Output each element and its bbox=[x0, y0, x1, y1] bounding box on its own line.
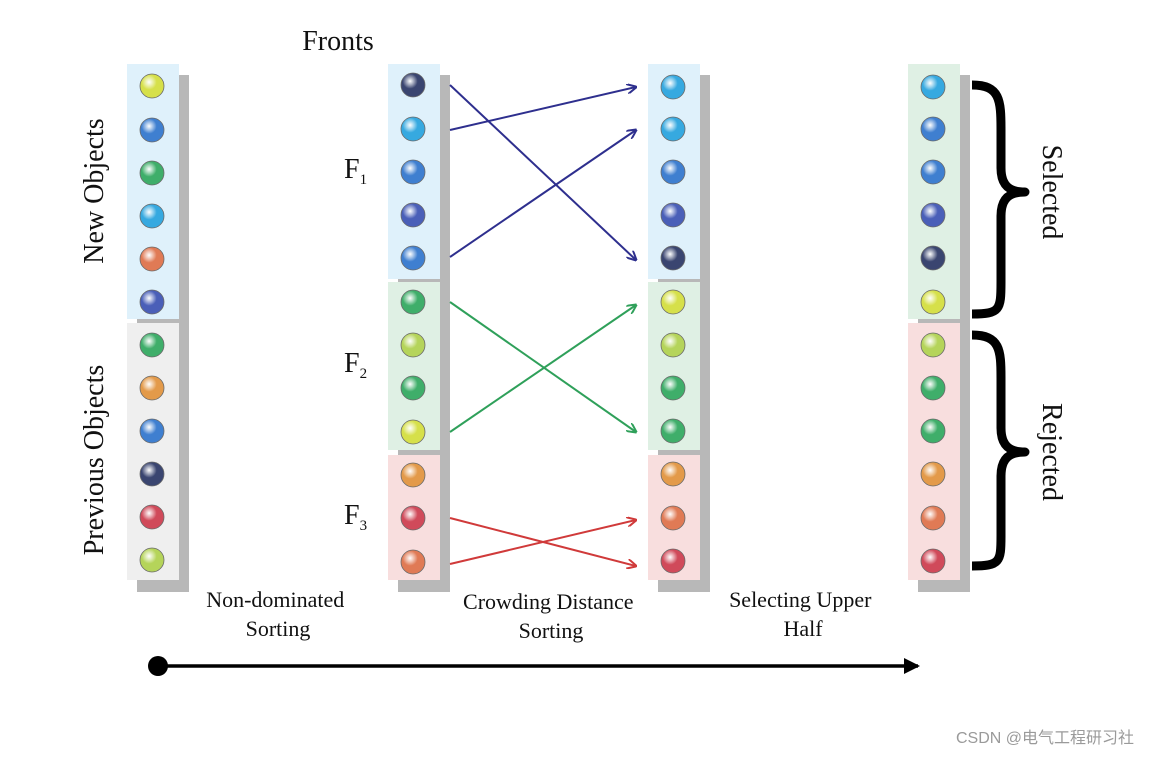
object-ball-indigo bbox=[920, 202, 946, 228]
object-ball-salmon bbox=[400, 549, 426, 575]
new-objects-label: New Objects bbox=[79, 118, 110, 263]
object-ball-navy bbox=[139, 461, 165, 487]
step-2-label: Crowding Distance Sorting bbox=[463, 589, 639, 643]
step-3-label: Selecting Upper Half bbox=[729, 587, 877, 641]
object-ball-cyan bbox=[660, 74, 686, 100]
object-ball-yellow bbox=[400, 419, 426, 445]
object-ball-green bbox=[400, 375, 426, 401]
previous-objects-label: Previous Objects bbox=[79, 365, 110, 556]
object-ball-salmon bbox=[920, 505, 946, 531]
panel-selected bbox=[908, 64, 960, 319]
object-ball-red bbox=[139, 504, 165, 530]
object-ball-orange bbox=[139, 375, 165, 401]
object-ball-lime bbox=[139, 547, 165, 573]
arrow bbox=[449, 84, 636, 260]
object-ball-blue bbox=[400, 245, 426, 271]
object-ball-cyan bbox=[920, 74, 946, 100]
arrow bbox=[449, 305, 636, 433]
object-ball-green bbox=[139, 160, 165, 186]
balls-group bbox=[660, 74, 686, 574]
front-3-arrows bbox=[449, 518, 636, 566]
front-2-arrows bbox=[449, 301, 636, 433]
object-ball-yellow bbox=[920, 289, 946, 315]
object-ball-red bbox=[400, 505, 426, 531]
object-ball-green bbox=[660, 375, 686, 401]
object-ball-cyan bbox=[660, 116, 686, 142]
balls-group bbox=[400, 72, 426, 575]
object-ball-navy bbox=[660, 245, 686, 271]
object-ball-blue bbox=[920, 116, 946, 142]
fronts-title: Fronts bbox=[302, 26, 374, 57]
arrow bbox=[449, 130, 636, 258]
front-2-label: F2 bbox=[344, 348, 367, 382]
front-1-label: F1 bbox=[344, 154, 367, 188]
object-ball-indigo bbox=[400, 202, 426, 228]
object-ball-lime bbox=[660, 332, 686, 358]
watermark: CSDN @电气工程研习社 bbox=[955, 730, 1134, 747]
object-ball-yellow bbox=[660, 289, 686, 315]
balls-group bbox=[139, 73, 165, 573]
object-ball-blue bbox=[660, 159, 686, 185]
object-ball-green bbox=[920, 375, 946, 401]
column-crowding bbox=[648, 64, 710, 592]
object-ball-green bbox=[920, 418, 946, 444]
column-fronts bbox=[388, 64, 450, 592]
object-ball-lime bbox=[400, 332, 426, 358]
object-ball-indigo bbox=[660, 202, 686, 228]
object-ball-salmon bbox=[139, 246, 165, 272]
object-ball-blue bbox=[400, 159, 426, 185]
panel-previous-objects bbox=[127, 323, 179, 580]
object-ball-navy bbox=[400, 72, 426, 98]
object-ball-blue bbox=[920, 159, 946, 185]
rejected-label: Rejected bbox=[1036, 403, 1067, 501]
object-ball-orange bbox=[920, 461, 946, 487]
balls-group bbox=[920, 74, 946, 574]
arrow bbox=[449, 301, 636, 432]
front-1-arrows bbox=[449, 84, 636, 260]
object-ball-yellow bbox=[139, 73, 165, 99]
object-ball-navy bbox=[920, 245, 946, 271]
object-ball-red bbox=[920, 548, 946, 574]
selected-brace bbox=[971, 80, 1030, 319]
step-1-label: Non-dominated Sorting bbox=[206, 587, 350, 641]
object-ball-blue bbox=[139, 418, 165, 444]
object-ball-indigo bbox=[139, 289, 165, 315]
object-ball-green bbox=[139, 332, 165, 358]
object-ball-cyan bbox=[400, 116, 426, 142]
column-selection bbox=[908, 64, 970, 592]
object-ball-orange bbox=[400, 462, 426, 488]
column-population bbox=[127, 64, 189, 592]
arrow bbox=[449, 87, 636, 131]
object-ball-cyan bbox=[139, 203, 165, 229]
panel-rejected bbox=[908, 323, 960, 580]
object-ball-orange bbox=[660, 461, 686, 487]
object-ball-salmon bbox=[660, 505, 686, 531]
panel-new-objects bbox=[127, 64, 179, 319]
arrow bbox=[449, 520, 636, 565]
selected-label: Selected bbox=[1036, 145, 1067, 240]
object-ball-red bbox=[660, 548, 686, 574]
object-ball-blue bbox=[139, 117, 165, 143]
object-ball-lime bbox=[920, 332, 946, 358]
front-3-label: F3 bbox=[344, 500, 367, 534]
object-ball-green bbox=[660, 418, 686, 444]
object-ball-green bbox=[400, 289, 426, 315]
rejected-brace bbox=[971, 330, 1030, 571]
